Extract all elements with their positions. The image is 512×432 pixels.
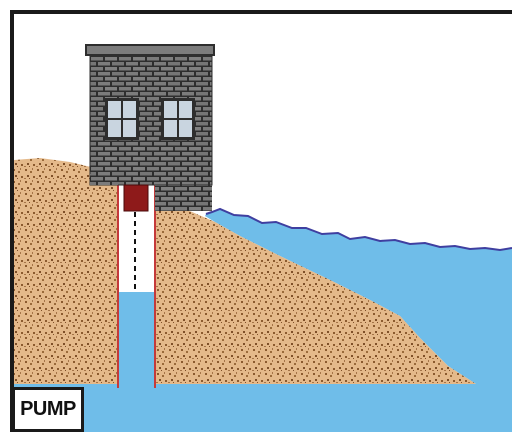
pump-block-icon [123, 184, 149, 212]
scene-frame [10, 10, 512, 432]
well-shaft-water [118, 292, 155, 388]
pump-house-foot [155, 185, 212, 211]
pump-house-roof [85, 44, 215, 56]
water-body [14, 209, 512, 432]
window-left [105, 98, 139, 140]
pump-house-foot-left [90, 174, 118, 185]
window-right [161, 98, 195, 140]
pump-button[interactable]: PUMP [12, 387, 84, 432]
water-surface-line [205, 207, 512, 252]
